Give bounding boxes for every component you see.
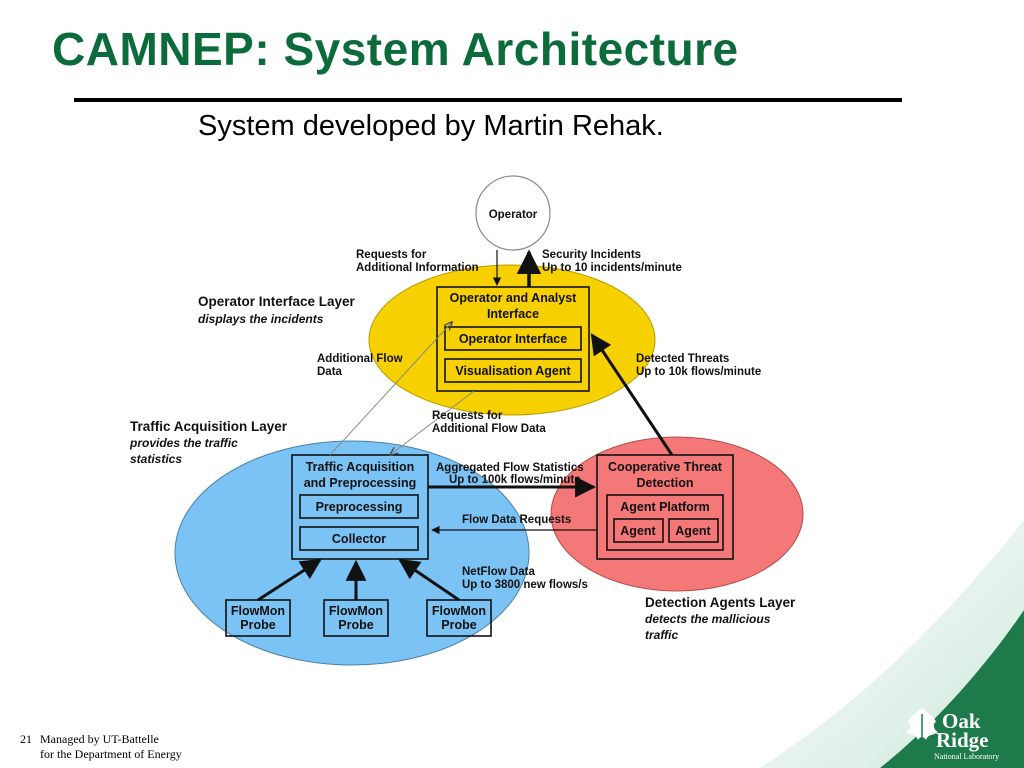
label-netflow-2: Up to 3800 new flows/s bbox=[462, 579, 588, 591]
operator-node bbox=[475, 175, 551, 251]
operator-label: Operator bbox=[489, 209, 538, 221]
label-requests-info-2: Additional Information bbox=[356, 262, 479, 274]
oak-leaf-icon bbox=[906, 708, 938, 746]
cooperative-threat-detection-box bbox=[596, 454, 734, 560]
preprocessing-box bbox=[299, 494, 419, 519]
oak-ridge-logo: Oak Ridge National Laboratory bbox=[906, 708, 999, 761]
arrow-requests-additional-flow bbox=[390, 390, 475, 455]
preprocessing-label: Preprocessing bbox=[316, 500, 403, 514]
label-detected-threats-1: Detected Threats bbox=[636, 353, 729, 365]
tap-line1: Traffic Acquisition bbox=[306, 460, 415, 474]
logo-oak-text: Oak bbox=[942, 709, 981, 733]
agent-box-1 bbox=[613, 518, 664, 543]
traffic-acquisition-box bbox=[291, 454, 429, 560]
operator-layer-title: Operator Interface Layer bbox=[198, 294, 356, 309]
arrow-detected-threats bbox=[590, 333, 674, 456]
label-requests-info-1: Requests for bbox=[356, 249, 427, 261]
collector-label: Collector bbox=[332, 532, 386, 546]
arrow-additional-flow-data bbox=[329, 322, 452, 456]
oai-line2: Interface bbox=[487, 307, 539, 321]
logo-lab-text: National Laboratory bbox=[934, 752, 999, 761]
ctd-line1: Cooperative Threat bbox=[608, 460, 723, 474]
agent-platform-label: Agent Platform bbox=[620, 500, 710, 514]
label-additional-flow-2: Data bbox=[317, 366, 343, 378]
tap-line2: and Preprocessing bbox=[304, 476, 417, 490]
agent-platform-box bbox=[606, 494, 724, 551]
footer-line2: for the Department of Energy bbox=[40, 747, 182, 761]
agent-label-2: Agent bbox=[675, 524, 711, 538]
label-requests-flow-2: Additional Flow Data bbox=[432, 423, 546, 435]
title-rule bbox=[74, 98, 902, 102]
probe1-line1: FlowMon bbox=[231, 604, 285, 618]
slide-footer: 21 Managed by UT-Battelle for the Departm… bbox=[20, 732, 182, 762]
agent-label-1: Agent bbox=[620, 524, 656, 538]
ctd-line2: Detection bbox=[637, 476, 694, 490]
operator-layer-desc: displays the incidents bbox=[198, 312, 324, 326]
visualisation-agent-box bbox=[444, 358, 582, 383]
footer-line1: Managed by UT-Battelle bbox=[40, 732, 159, 746]
label-netflow-1: NetFlow Data bbox=[462, 566, 535, 578]
label-security-incidents-1: Security Incidents bbox=[542, 249, 641, 261]
slide-title: CAMNEP: System Architecture bbox=[52, 23, 739, 75]
operator-interface-label: Operator Interface bbox=[459, 332, 567, 346]
probe3-line2: Probe bbox=[441, 618, 476, 632]
probe2-line2: Probe bbox=[338, 618, 373, 632]
traffic-layer-title: Traffic Acquisition Layer bbox=[130, 419, 288, 434]
label-requests-flow-1: Requests for bbox=[432, 410, 503, 422]
agent-box-2 bbox=[668, 518, 719, 543]
logo-ridge-text: Ridge bbox=[936, 728, 989, 752]
slide-subtitle: System developed by Martin Rehak. bbox=[198, 110, 664, 142]
label-detected-threats-2: Up to 10k flows/minute bbox=[636, 366, 761, 378]
corner-logo-band bbox=[880, 610, 1024, 768]
detection-layer-desc-2: traffic bbox=[645, 628, 678, 642]
collector-box bbox=[299, 526, 419, 551]
label-aggregated-2: Up to 100k flows/minute bbox=[449, 474, 581, 486]
label-security-incidents-2: Up to 10 incidents/minute bbox=[542, 262, 682, 274]
probe3-line1: FlowMon bbox=[432, 604, 486, 618]
label-aggregated-1: Aggregated Flow Statistics bbox=[436, 462, 584, 474]
label-additional-flow-1: Additional Flow bbox=[317, 353, 403, 365]
oai-line1: Operator and Analyst bbox=[450, 291, 577, 305]
detection-agents-layer bbox=[550, 436, 804, 592]
arrow-probe3-collector bbox=[398, 558, 460, 602]
probe1-line2: Probe bbox=[240, 618, 275, 632]
arrow-probe1-collector bbox=[257, 558, 322, 602]
operator-interface-box bbox=[444, 326, 582, 351]
slide-number: 21 bbox=[20, 732, 32, 746]
operator-interface-layer bbox=[368, 264, 656, 416]
detection-layer-title: Detection Agents Layer bbox=[645, 595, 796, 610]
probe2-line1: FlowMon bbox=[329, 604, 383, 618]
traffic-layer-desc-2: statistics bbox=[130, 452, 182, 466]
label-flow-data-requests: Flow Data Requests bbox=[462, 514, 571, 526]
visualisation-agent-label: Visualisation Agent bbox=[455, 364, 571, 378]
traffic-acquisition-layer bbox=[174, 440, 530, 666]
detection-layer-desc-1: detects the mallicious bbox=[645, 612, 771, 626]
traffic-layer-desc-1: provides the traffic bbox=[129, 436, 238, 450]
